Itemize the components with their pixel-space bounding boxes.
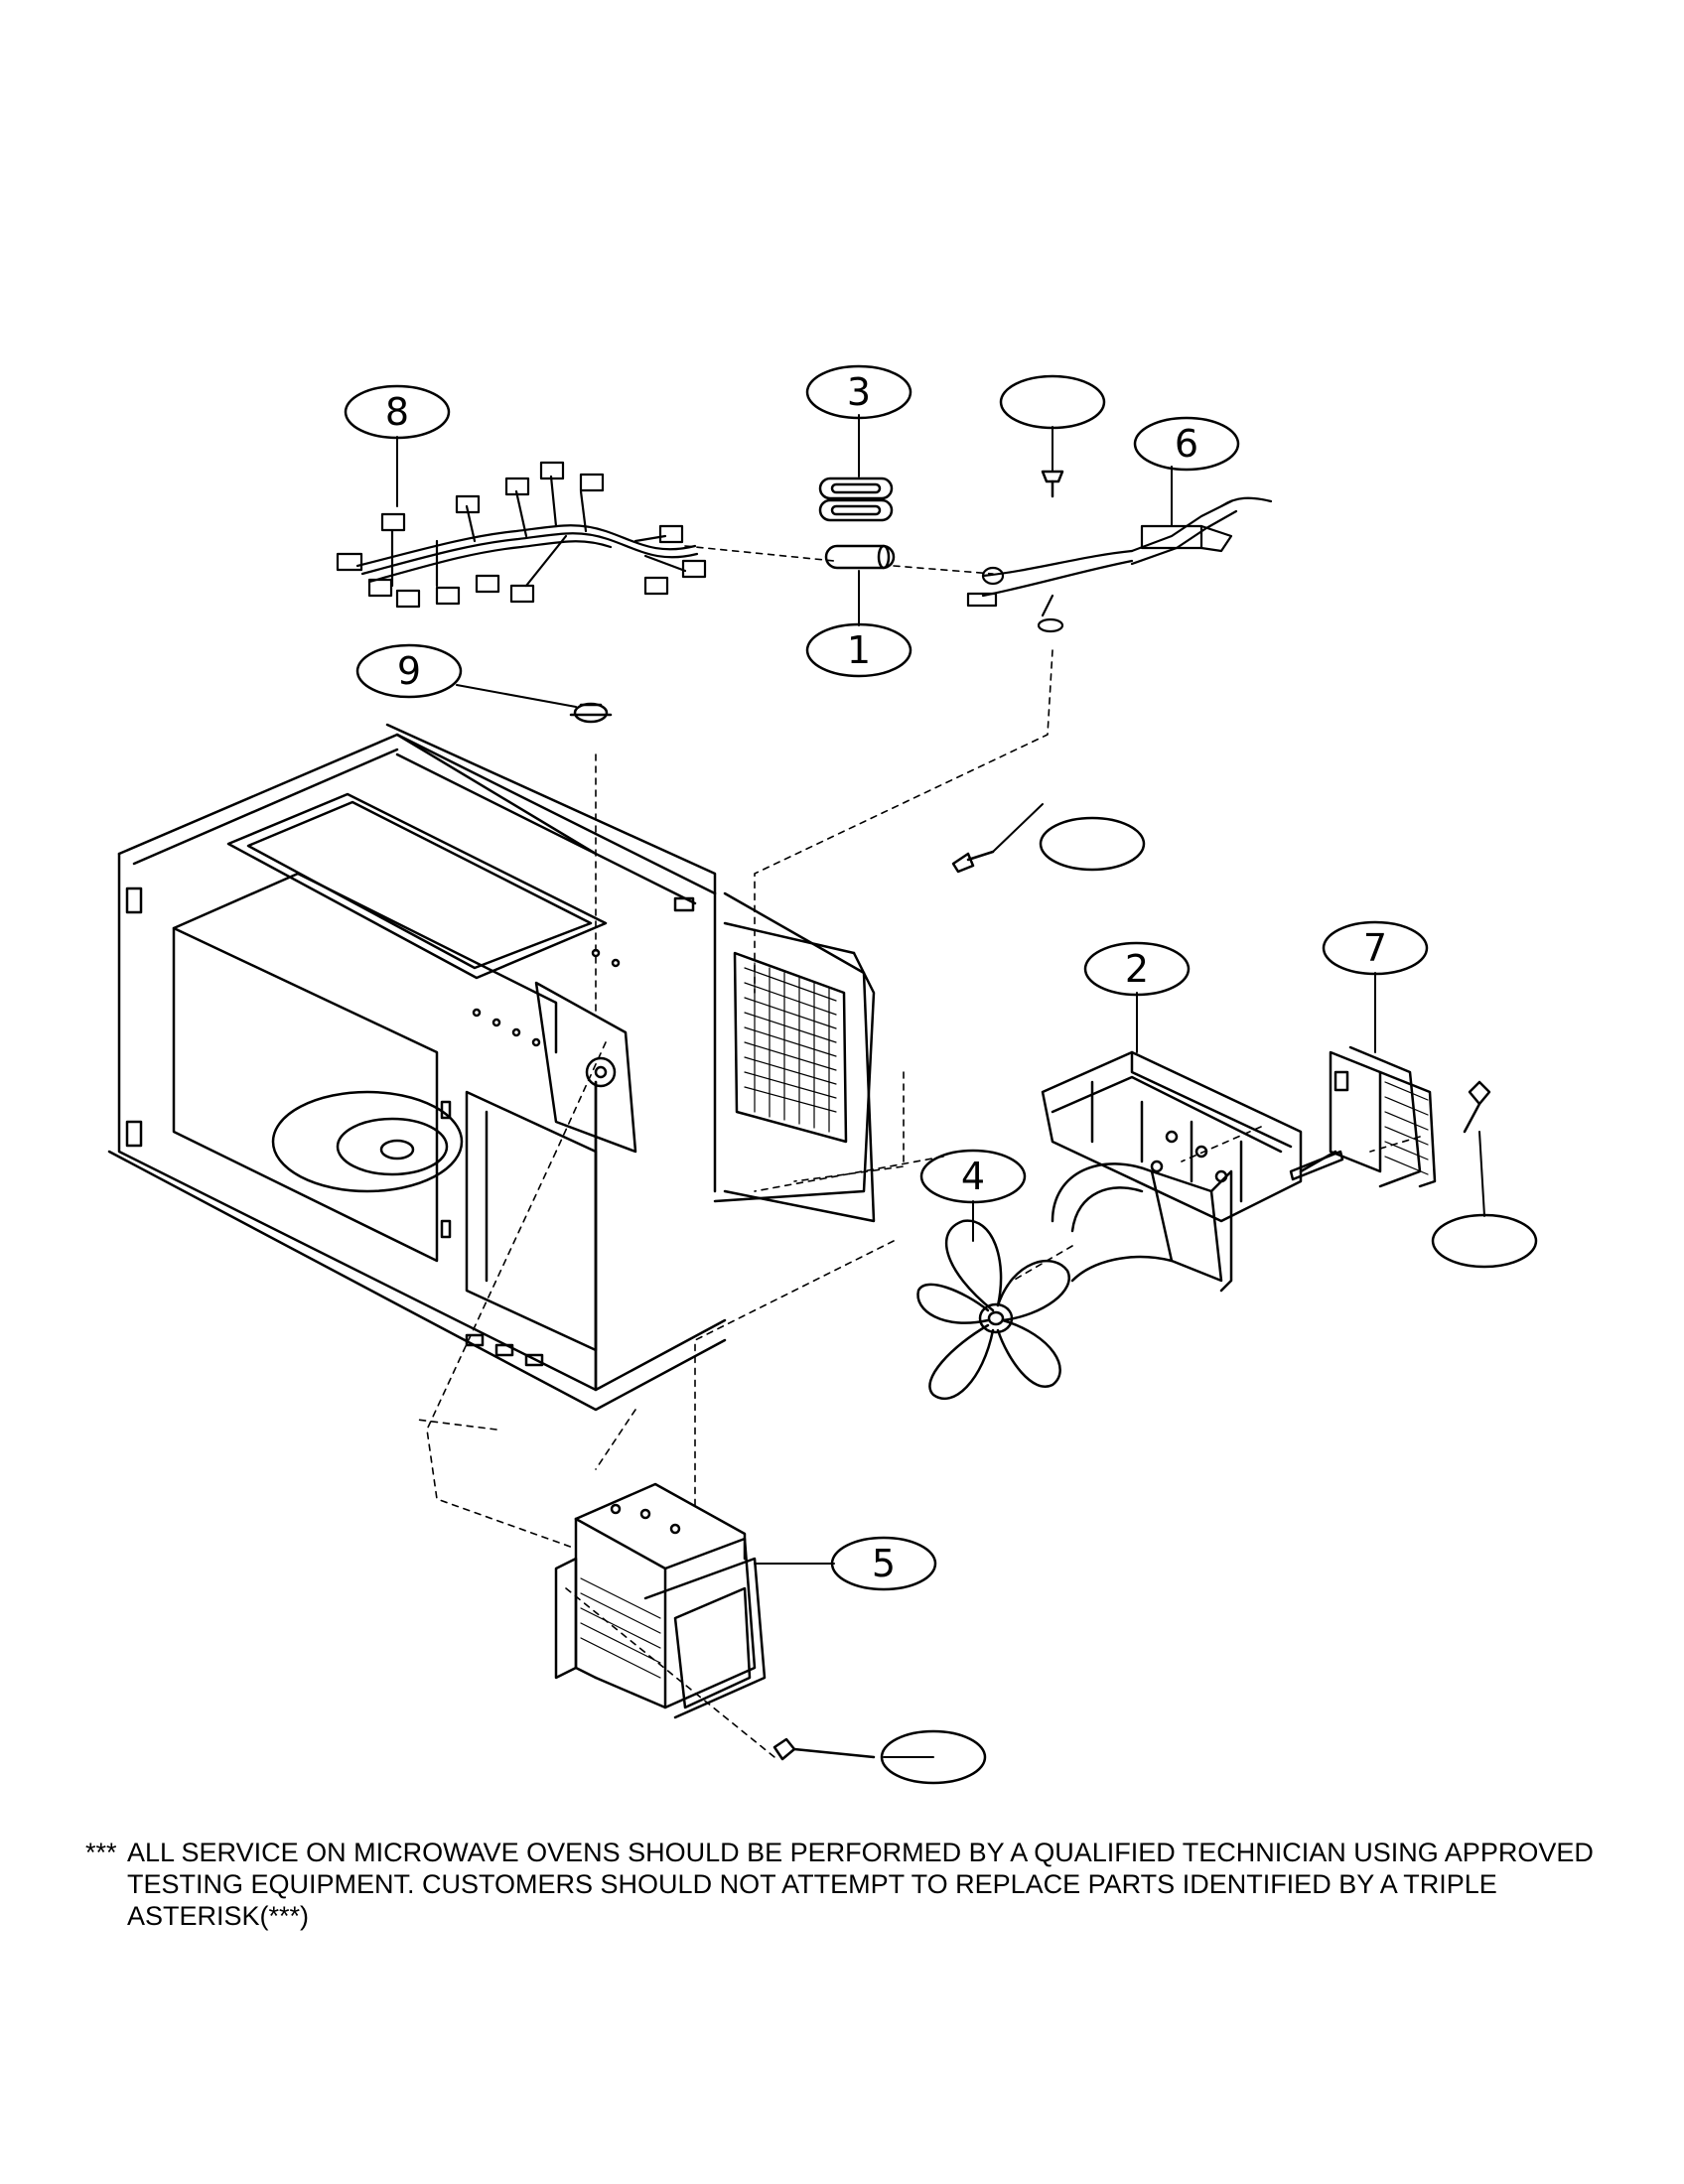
callout-8: 8 bbox=[344, 384, 451, 440]
callout-label: 7 bbox=[1363, 926, 1387, 970]
callout-blank-a bbox=[999, 374, 1106, 430]
callout-label: 1 bbox=[847, 628, 871, 672]
screw-top bbox=[1041, 470, 1064, 498]
callout-blank-c bbox=[1431, 1213, 1538, 1269]
callout-leaders bbox=[396, 414, 1485, 1758]
callout-label: 3 bbox=[847, 370, 871, 414]
callout-label: 2 bbox=[1125, 947, 1149, 991]
fuse-part bbox=[824, 544, 896, 570]
screw-bottom bbox=[772, 1737, 876, 1761]
power-cord-part bbox=[966, 496, 1273, 633]
service-warning-text: ALL SERVICE ON MICROWAVE OVENS SHOULD BE… bbox=[127, 1838, 1594, 1931]
callout-3: 3 bbox=[805, 364, 912, 420]
fan-motor-part bbox=[1289, 1045, 1437, 1188]
callout-1: 1 bbox=[805, 622, 912, 678]
triple-asterisk: *** bbox=[85, 1838, 117, 1867]
fan-blade-part bbox=[916, 1219, 1070, 1401]
noise-filter-part bbox=[818, 477, 894, 522]
air-guide-bracket-part bbox=[1041, 1050, 1303, 1293]
exploded-parts-diagram: 8 3 1 6 9 2 7 4 5 bbox=[107, 364, 1538, 1785]
thermal-cutout-part bbox=[569, 702, 613, 724]
callout-9: 9 bbox=[355, 643, 463, 699]
callout-label: 8 bbox=[385, 390, 409, 434]
wire-harness-part bbox=[336, 461, 707, 609]
callout-blank-b bbox=[1039, 816, 1146, 872]
callout-label: 9 bbox=[397, 649, 421, 693]
callout-6: 6 bbox=[1133, 416, 1240, 472]
service-warning-note: *** ALL SERVICE ON MICROWAVE OVENS SHOUL… bbox=[85, 1837, 1634, 1932]
callout-4: 4 bbox=[919, 1149, 1027, 1204]
callout-label: 4 bbox=[961, 1155, 985, 1198]
magnetron-part bbox=[554, 1482, 767, 1719]
screw-mid bbox=[951, 850, 995, 874]
oven-cavity bbox=[107, 723, 876, 1412]
screw-right bbox=[1463, 1080, 1491, 1134]
callout-label: 5 bbox=[872, 1542, 896, 1585]
callout-7: 7 bbox=[1322, 920, 1429, 976]
callout-2: 2 bbox=[1083, 941, 1191, 997]
callout-label: 6 bbox=[1175, 422, 1198, 466]
assembly-lines bbox=[416, 545, 1421, 1758]
callout-5: 5 bbox=[830, 1536, 937, 1591]
callout-blank-d bbox=[880, 1729, 987, 1785]
